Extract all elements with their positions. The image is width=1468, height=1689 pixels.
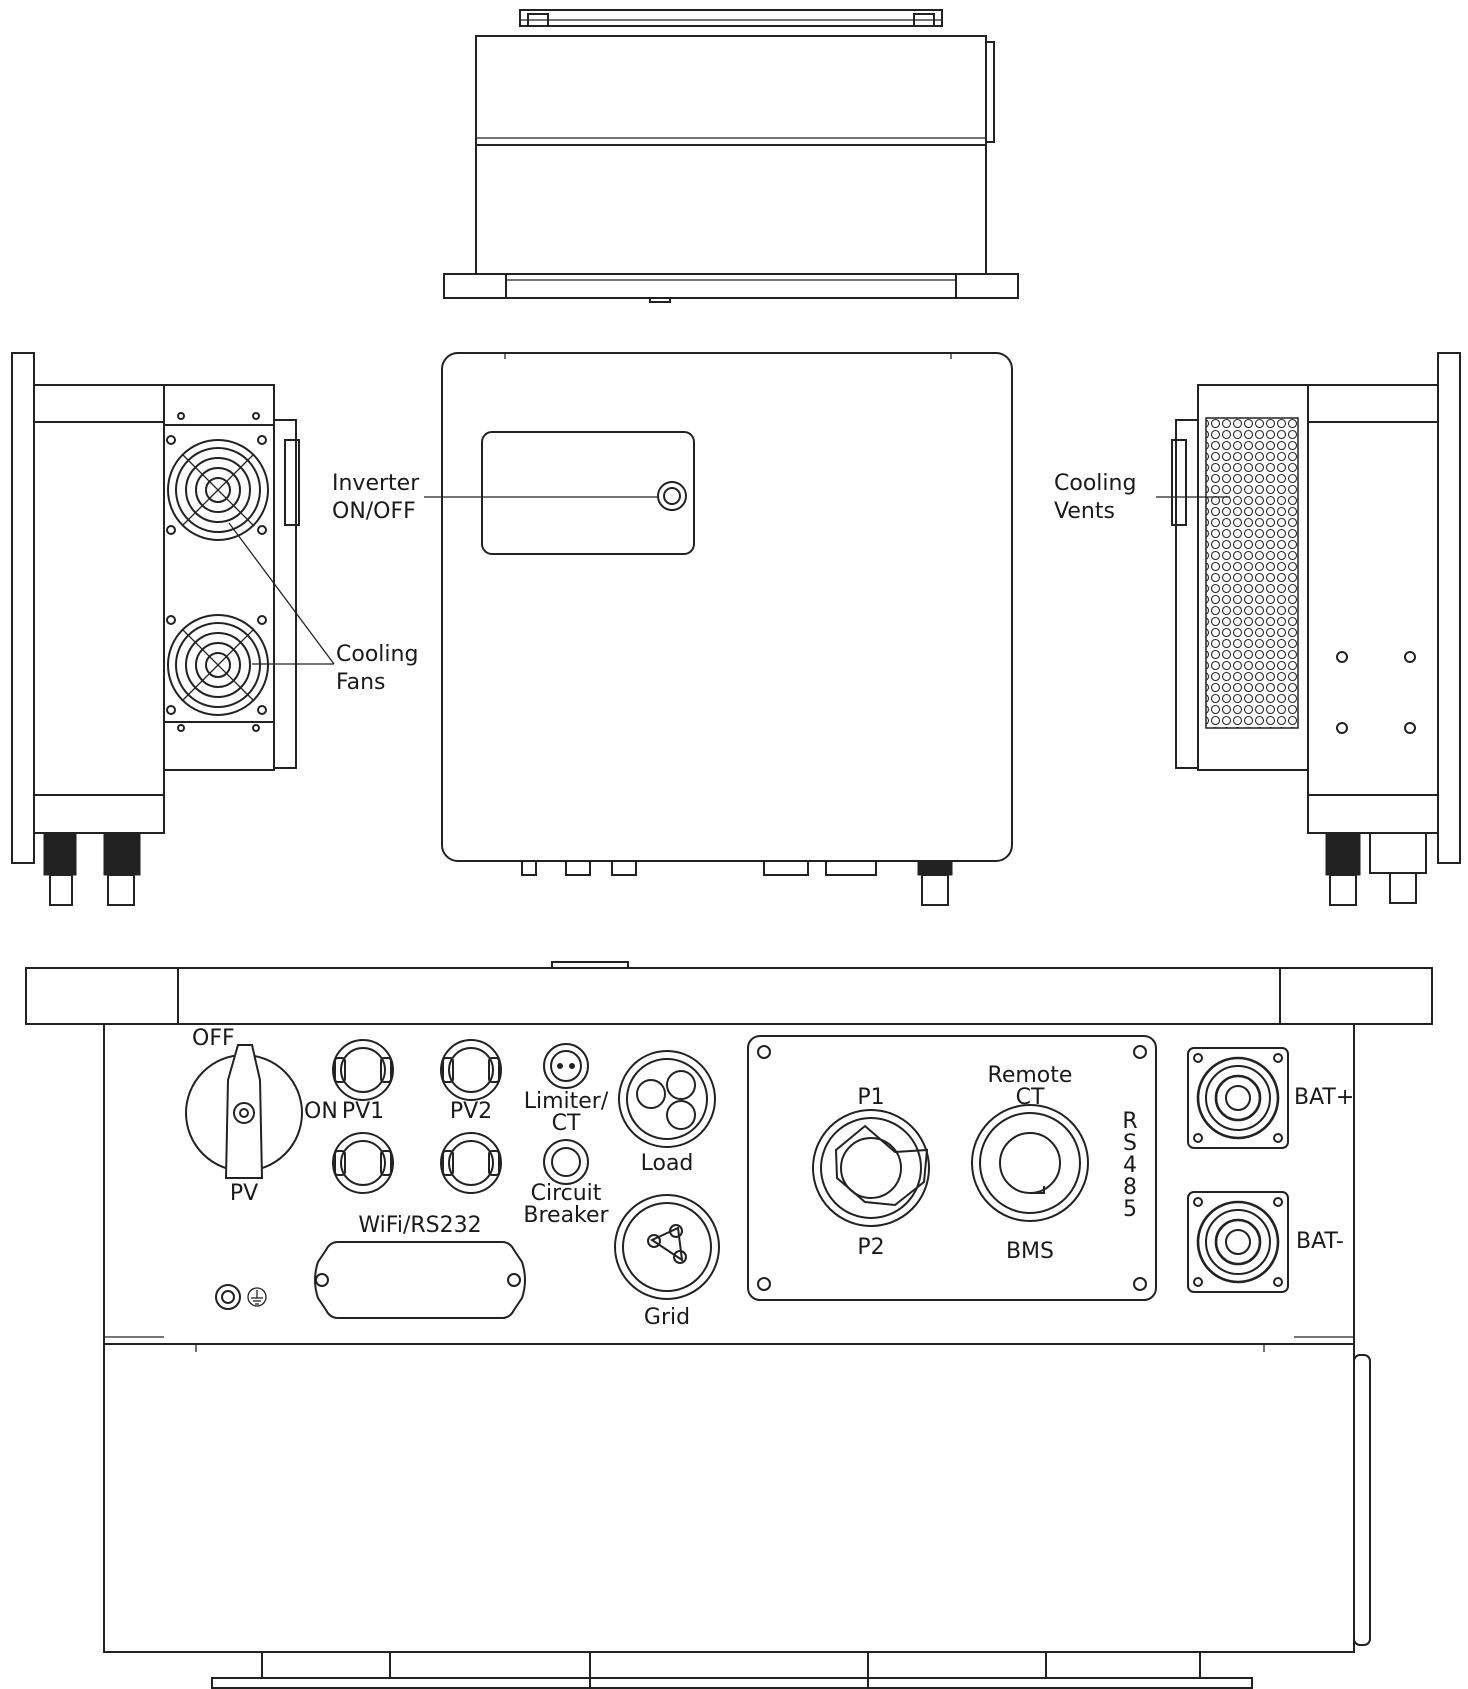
bat-minus-connector [1187, 1191, 1289, 1293]
label-rs485-r: R [1122, 1109, 1137, 1134]
label-pv: PV [230, 1181, 258, 1206]
label-inverter-line2: ON/OFF [332, 499, 416, 524]
left-side-view [11, 352, 300, 906]
label-circuit-line1: Circuit [531, 1181, 602, 1206]
label-p1: P1 [857, 1085, 884, 1110]
label-bat-minus: BAT- [1296, 1229, 1344, 1254]
cooling-fan-top [167, 439, 269, 541]
wifi-rs232-port [314, 1241, 526, 1319]
front-view [441, 352, 1013, 906]
inverter-switch[interactable] [657, 481, 687, 511]
communication-panel [747, 1035, 1157, 1301]
label-rs485-5: 5 [1123, 1197, 1137, 1222]
pv1-connector-bottom [332, 1132, 394, 1194]
label-remote-line2: CT [1016, 1085, 1045, 1110]
pv2-connector-bottom [440, 1132, 502, 1194]
cooling-vents [1205, 417, 1299, 729]
p1-p2-gland [812, 1109, 930, 1227]
load-connector [618, 1050, 716, 1148]
circuit-breaker[interactable] [543, 1139, 589, 1185]
label-off: OFF [192, 1026, 235, 1051]
label-pv2: PV2 [450, 1099, 492, 1124]
cooling-fan-bottom [167, 614, 269, 716]
label-rs485-4: 4 [1123, 1153, 1137, 1178]
pv2-connector-top [440, 1039, 502, 1101]
label-bms: BMS [1006, 1239, 1054, 1264]
pv-rotary-switch[interactable] [185, 1044, 303, 1179]
right-side-view [1171, 352, 1461, 906]
label-cooling-vents-line1: Cooling [1054, 471, 1136, 496]
label-remote-line1: Remote [988, 1063, 1073, 1088]
label-wifi: WiFi/RS232 [358, 1213, 481, 1238]
grid-connector [614, 1194, 720, 1300]
labels: Inverter ON/OFF Cooling Fans Cooling Ven… [192, 471, 1354, 1330]
ground-icon [247, 1287, 267, 1307]
label-limiter-line1: Limiter/ [524, 1089, 609, 1114]
label-bat-plus: BAT+ [1294, 1085, 1354, 1110]
label-limiter-line2: CT [552, 1111, 581, 1136]
label-circuit-line2: Breaker [523, 1203, 609, 1228]
ground-terminal [215, 1284, 241, 1310]
remote-ct-bms-gland [971, 1104, 1089, 1222]
limiter-ct-connector [543, 1043, 589, 1089]
label-cooling-vents-line2: Vents [1054, 499, 1115, 524]
label-grid: Grid [644, 1305, 690, 1330]
leader-lines [228, 496, 1230, 665]
label-cooling-fans-line2: Fans [336, 670, 386, 695]
label-on: ON [304, 1099, 338, 1124]
label-rs485-8: 8 [1123, 1175, 1137, 1200]
label-load: Load [641, 1151, 694, 1176]
label-cooling-fans-line1: Cooling [336, 642, 418, 667]
bottom-view [25, 961, 1433, 1689]
bat-plus-connector [1187, 1047, 1289, 1149]
label-p2: P2 [857, 1235, 884, 1260]
label-rs485-s: S [1123, 1131, 1137, 1156]
top-view [443, 9, 1019, 303]
label-inverter-line1: Inverter [332, 471, 420, 496]
pv1-connector-top [332, 1039, 394, 1101]
label-pv1: PV1 [342, 1099, 384, 1124]
